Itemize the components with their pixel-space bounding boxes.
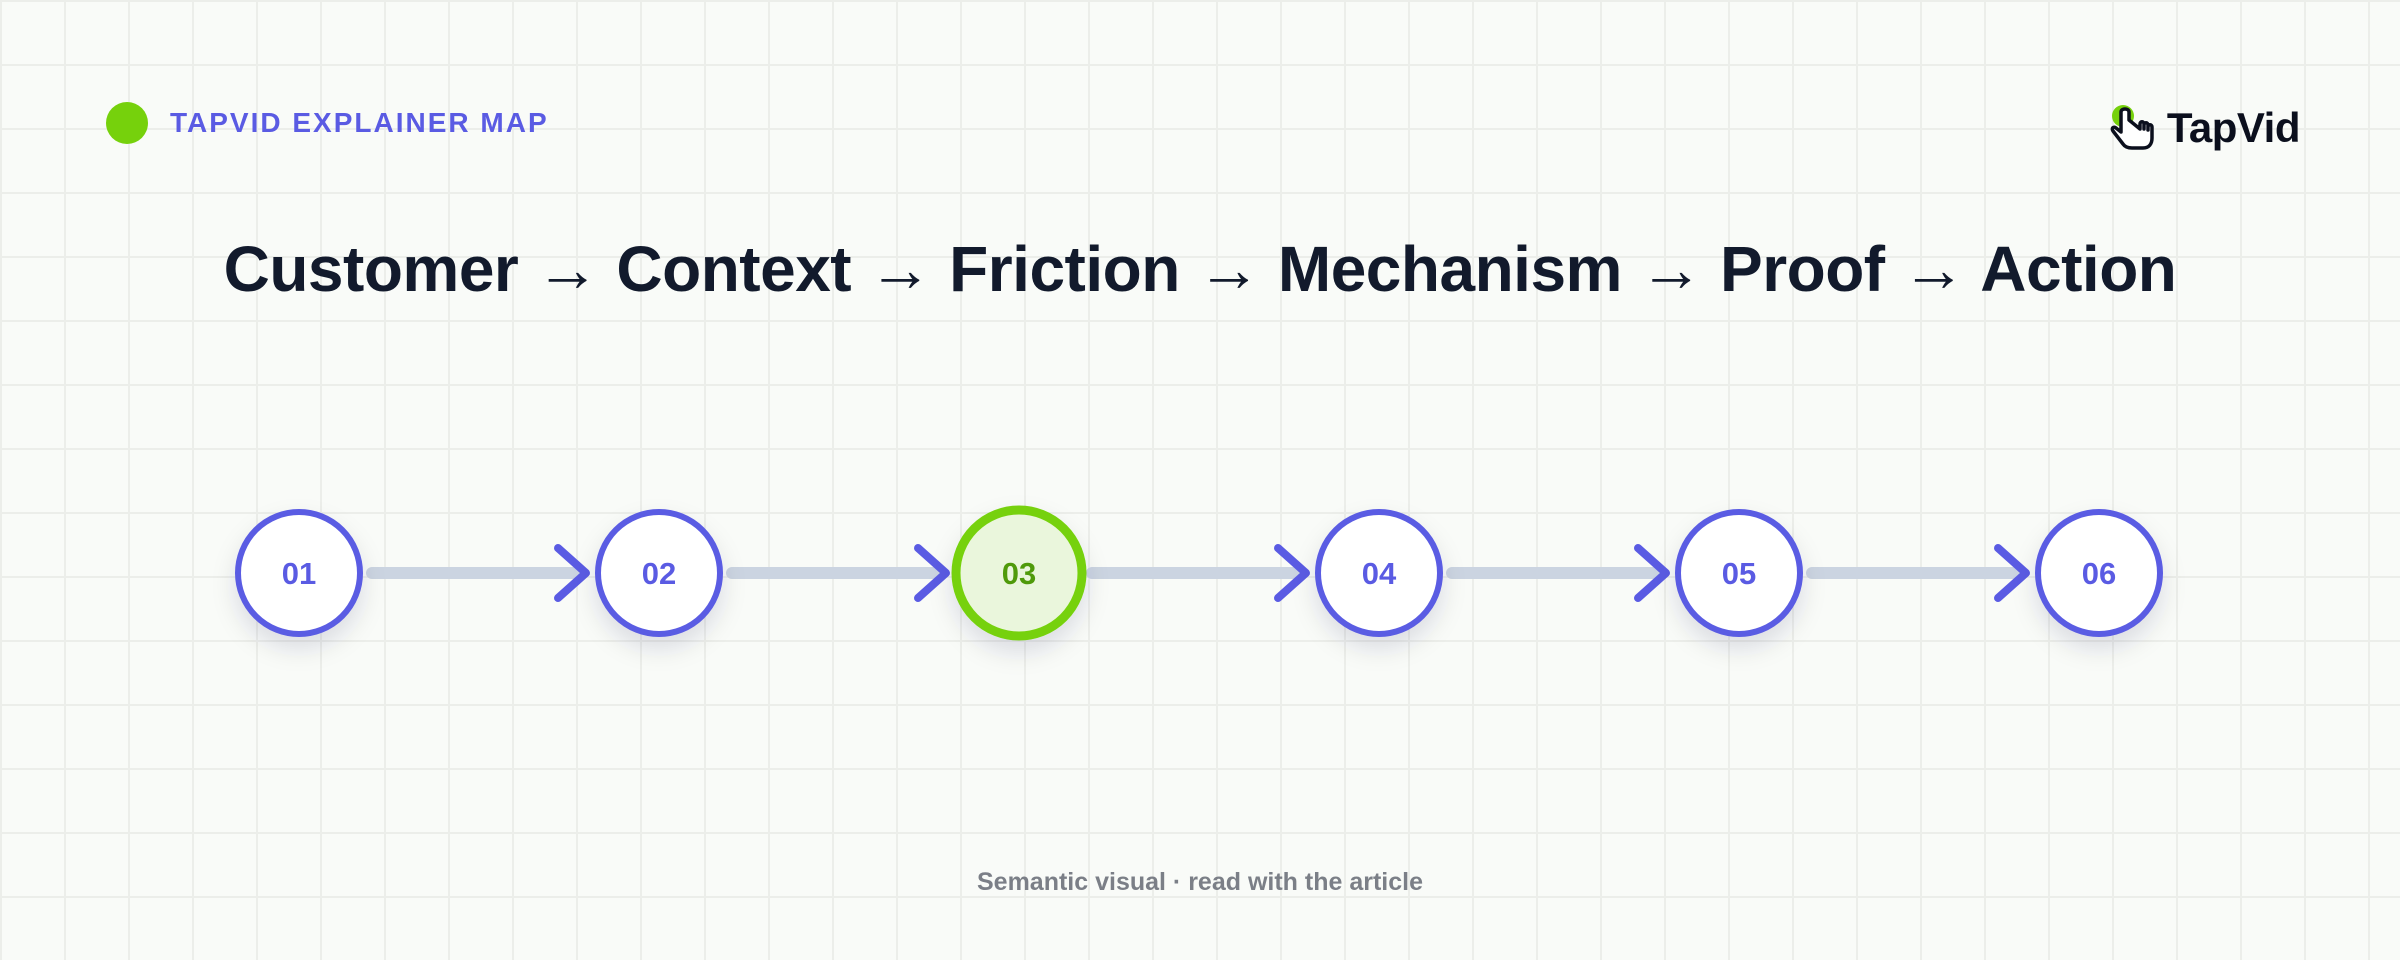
connector-arrow [726,544,950,602]
pointer-hand-icon [2110,105,2154,150]
connector-arrow [1806,544,2030,602]
brand-name: TapVid [2166,104,2301,151]
step-label: 02 [642,556,676,591]
step-label: 01 [282,556,316,591]
step-node: 06 [2035,509,2163,637]
eyebrow: TAPVID EXPLAINER MAP [106,102,549,144]
status-dot [106,102,148,144]
step-node: 03 [951,505,1087,641]
step-label: 04 [1362,556,1397,591]
step-node: 02 [595,509,723,637]
step-label: 06 [2082,556,2116,591]
page-title: Customer → Context → Friction → Mechanis… [223,233,2177,305]
step-label: 03 [1002,556,1036,591]
step-node: 05 [1675,509,1803,637]
step-node: 04 [1315,509,1443,637]
step-circle [595,509,723,637]
connector-arrow [366,544,590,602]
connector-arrow [1086,544,1310,602]
connector-arrow [1446,544,1670,602]
step-circle-active [951,505,1087,641]
step-circle [1315,509,1443,637]
step-label: 05 [1722,556,1756,591]
footer-caption: Semantic visual · read with the article [977,868,1423,896]
step-circle [2035,509,2163,637]
step-node: 01 [235,509,363,637]
step-circle [1675,509,1803,637]
eyebrow-label: TAPVID EXPLAINER MAP [170,107,549,138]
brand-logo: TapVid [2107,100,2301,156]
step-circle [235,509,363,637]
